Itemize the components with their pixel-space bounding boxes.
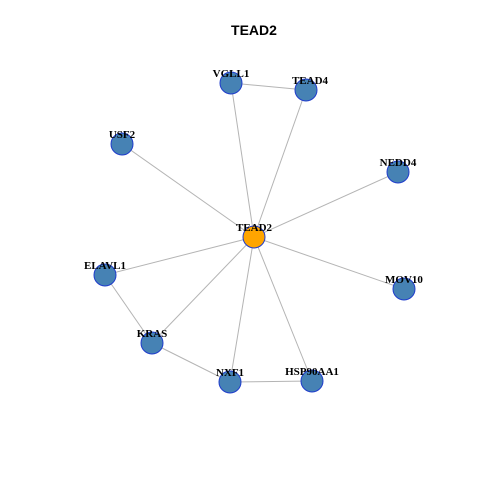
node-label-vgll1: VGLL1 xyxy=(213,68,250,80)
node-label-mov10: MOV10 xyxy=(385,274,423,286)
edge-tead2-elavl1 xyxy=(104,236,255,276)
node-label-kras: KRAS xyxy=(137,328,168,340)
edge-vgll1-tead4 xyxy=(230,82,307,91)
edge-tead2-nedd4 xyxy=(253,171,399,238)
node-usf2 xyxy=(110,132,134,156)
node-mov10 xyxy=(392,277,416,301)
node-label-elavl1: ELAVL1 xyxy=(84,260,126,272)
node-tead2 xyxy=(242,225,266,249)
edge-nxf1-hsp90aa1 xyxy=(229,380,313,383)
node-hsp90aa1 xyxy=(300,369,324,393)
node-label-nxf1: NXF1 xyxy=(216,367,244,379)
node-label-tead4: TEAD4 xyxy=(292,75,329,87)
edge-tead2-kras xyxy=(151,236,255,344)
edge-layer xyxy=(104,82,405,383)
node-label-nedd4: NEDD4 xyxy=(380,157,417,169)
node-label-tead2: TEAD2 xyxy=(236,222,273,234)
graph-title: TEAD2 xyxy=(231,22,277,38)
edge-tead2-nxf1 xyxy=(229,236,255,383)
node-vgll1 xyxy=(219,71,243,95)
node-kras xyxy=(140,331,164,355)
edge-elavl1-kras xyxy=(104,274,153,344)
edge-tead2-mov10 xyxy=(253,236,405,290)
edge-tead2-hsp90aa1 xyxy=(253,236,313,382)
edge-tead2-tead4 xyxy=(253,89,307,238)
node-layer xyxy=(93,71,416,394)
node-label-usf2: USF2 xyxy=(109,129,136,141)
edge-tead2-vgll1 xyxy=(230,82,255,238)
edge-tead2-usf2 xyxy=(121,143,255,238)
edge-kras-nxf1 xyxy=(151,342,231,383)
node-label-hsp90aa1: HSP90AA1 xyxy=(285,366,339,378)
node-nedd4 xyxy=(386,160,410,184)
node-elavl1 xyxy=(93,263,117,287)
node-nxf1 xyxy=(218,370,242,394)
node-tead4 xyxy=(294,78,318,102)
